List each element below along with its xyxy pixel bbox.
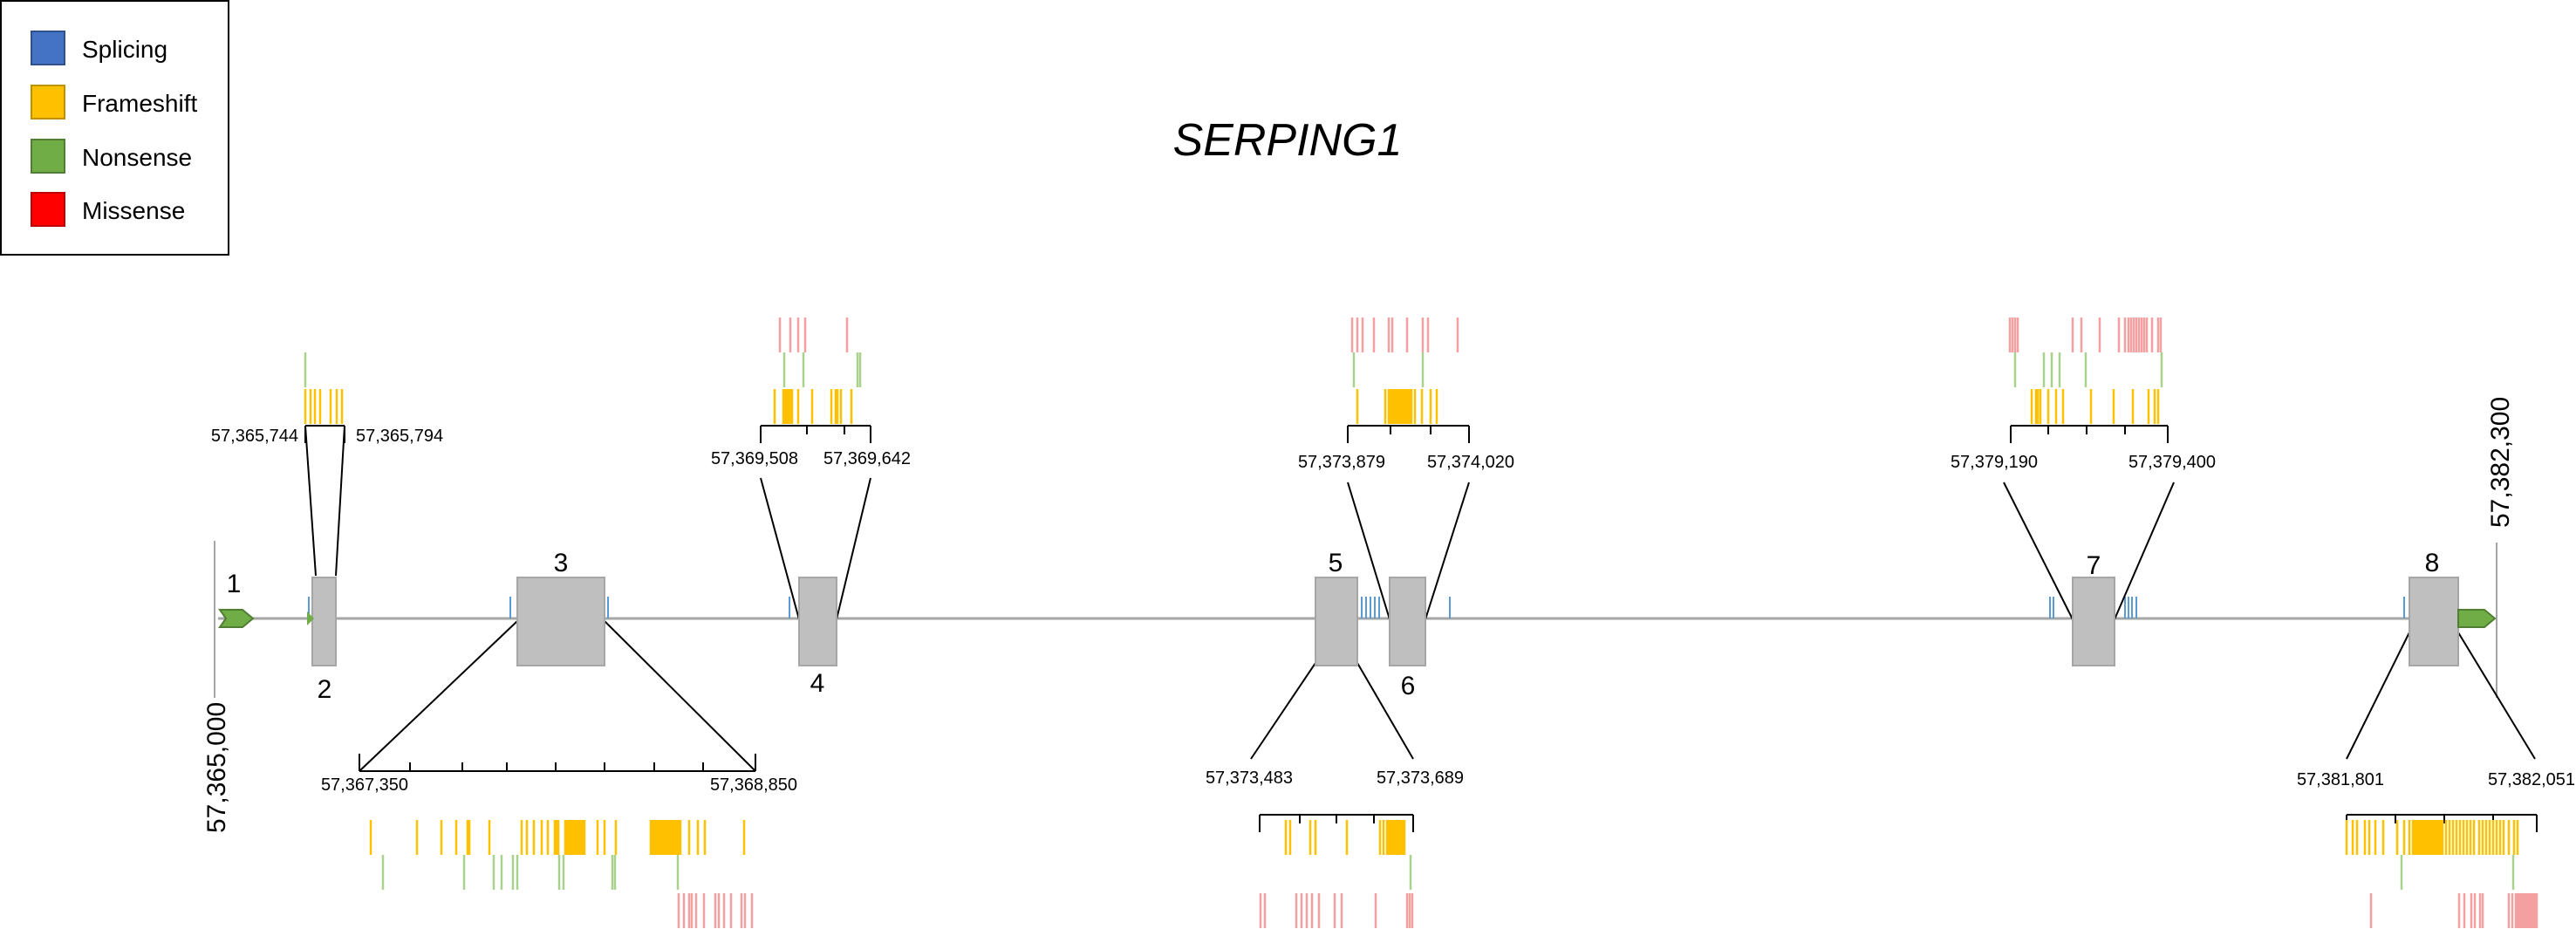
zoom-label-exon-2-end: 57,365,794 (356, 427, 443, 446)
track-exon-8-missense (2369, 893, 2538, 928)
exon-number-3: 3 (554, 549, 569, 577)
zoom-label-exon-3-end: 57,368,850 (710, 775, 797, 795)
legend-swatch-missense (31, 192, 65, 227)
track-exon-6-nonsense (1352, 352, 1425, 387)
exon-number-4: 4 (810, 669, 825, 698)
exon-3-box (516, 577, 605, 666)
exon-4-box (798, 577, 837, 666)
zoom-label-exon-5-start: 57,373,483 (1206, 768, 1293, 788)
gene-span: 57,365,000 57,382,300 (202, 397, 2515, 833)
zoom-connector-exon-6-right (1425, 482, 1470, 620)
track-exon-3-missense (677, 893, 754, 928)
exon-2-box (311, 577, 337, 666)
track-exon-8-frameshift (2345, 820, 2519, 855)
gene-title: SERPING1 (1173, 115, 1403, 166)
exon-number-2: 2 (318, 675, 332, 704)
exon-number-7: 7 (2087, 551, 2101, 580)
backbone-splicing-ticks (308, 597, 2405, 618)
exon-number-5: 5 (1329, 549, 1343, 577)
track-exon-6-missense (1350, 318, 1459, 352)
zoom-brackets (304, 425, 2538, 832)
zoom-connector-exon-4-left (760, 477, 800, 620)
zoom-connectors (304, 425, 2536, 772)
legend-label-splicing: Splicing (82, 36, 167, 63)
zoom-label-exon-6-end: 57,374,020 (1427, 453, 1514, 472)
track-exon-5-frameshift (1284, 820, 1406, 855)
legend-swatch-nonsense (31, 139, 65, 174)
zoom-label-exon-3-start: 57,367,350 (321, 775, 408, 795)
track-exon-7-nonsense (2013, 352, 2163, 387)
zoom-connector-exon-5-right (1356, 662, 1414, 760)
track-exon-4-missense (778, 318, 849, 352)
track-exon-7-frameshift (2030, 389, 2160, 424)
exons: 1 2 3 4 5 6 7 8 (218, 549, 2497, 704)
zoom-connector-exon-2-left (304, 425, 317, 577)
zoom-label-exon-5-end: 57,373,689 (1377, 768, 1464, 788)
exon-number-1: 1 (227, 570, 242, 598)
zoom-connector-exon-2-right (335, 425, 345, 577)
track-exon-3-nonsense (381, 855, 680, 890)
track-exon-3-frameshift (369, 820, 746, 855)
exon-8-box (2409, 577, 2459, 666)
zoom-label-exon-4-end: 57,369,642 (823, 449, 911, 468)
track-exon-6-frameshift (1356, 389, 1438, 424)
exon-number-8: 8 (2425, 549, 2440, 577)
track-exon-2-frameshift (304, 389, 344, 424)
track-exon-8-nonsense (2400, 855, 2515, 890)
zoom-labels: 57,365,744 57,365,794 57,367,350 57,368,… (211, 427, 2575, 795)
track-exon-4-nonsense (782, 352, 862, 387)
legend-swatch-splicing (31, 31, 65, 65)
legend: Splicing Frameshift Nonsense Missense (0, 0, 229, 256)
zoom-label-exon-4-start: 57,369,508 (711, 449, 798, 468)
exon-6-box (1389, 577, 1426, 666)
gene-end-label: 57,382,300 (2486, 397, 2515, 528)
zoom-connector-exon-4-right (836, 477, 871, 620)
legend-label-frameshift: Frameshift (82, 90, 197, 117)
zoom-connector-exon-3-right (604, 620, 756, 772)
exon-2-utr-arrow (307, 611, 314, 625)
exon-5-box (1315, 577, 1358, 666)
zoom-connector-exon-7-right (2114, 482, 2175, 620)
exon-1-utr-arrow (218, 609, 255, 628)
zoom-connector-exon-8-right (2457, 632, 2536, 760)
zoom-label-exon-7-end: 57,379,400 (2128, 453, 2216, 472)
zoom-connector-exon-6-left (1347, 482, 1390, 620)
track-exon-4-frameshift (773, 389, 853, 424)
track-exon-5-missense (1259, 893, 1414, 928)
zoom-connector-exon-3-left (359, 620, 518, 772)
legend-swatch-frameshift (31, 85, 65, 120)
zoom-label-exon-6-start: 57,373,879 (1298, 453, 1385, 472)
zoom-connector-exon-8-left (2346, 632, 2410, 760)
track-exon-7-missense (2008, 318, 2163, 352)
zoom-label-exon-2-start: 57,365,744 (211, 427, 298, 446)
zoom-label-exon-7-start: 57,379,190 (1951, 453, 2038, 472)
exon-number-6: 6 (1401, 672, 1416, 700)
zoom-connector-exon-7-left (2003, 482, 2074, 620)
gene-start-label: 57,365,000 (202, 702, 231, 833)
exon-8-utr-arrow (2457, 609, 2497, 628)
legend-label-missense: Missense (82, 197, 185, 224)
zoom-label-exon-8-end: 57,382,051 (2488, 770, 2575, 789)
zoom-connector-exon-5-left (1250, 662, 1316, 760)
exon-7-box (2072, 577, 2115, 666)
legend-label-nonsense: Nonsense (82, 144, 192, 171)
zoom-label-exon-8-start: 57,381,801 (2297, 770, 2384, 789)
variant-tracks (304, 318, 2538, 928)
